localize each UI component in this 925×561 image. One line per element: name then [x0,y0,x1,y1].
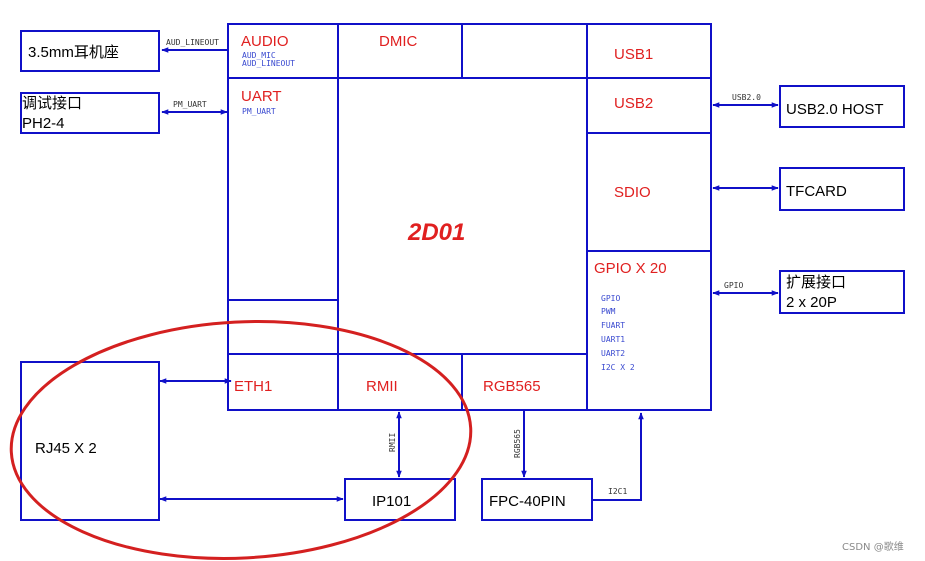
rj45-box [20,361,160,521]
gpio-func-i2c: I2C X 2 [601,363,635,372]
tfcard-box [779,167,905,211]
fpc-connector-block: FPC-40PIN [481,478,593,521]
usb-host-block: USB2.0 HOST [779,85,905,128]
fpc-label: FPC-40PIN [489,493,566,510]
pm-uart-link-label: PM_UART [173,100,207,109]
rgb565-link-label: RGB565 [513,429,522,458]
audio-label: AUDIO [241,33,289,50]
gpio-link-label: GPIO [724,281,743,290]
tfcard-label: TFCARD [786,183,847,200]
debug-port-label-1: 调试接口 [22,95,82,112]
ip101-label: IP101 [372,493,411,510]
gpio-func-gpio: GPIO [601,294,620,303]
headphone-jack-block: 3.5mm耳机座 [20,30,160,72]
soc-chip: AUDIO AUD_MIC AUD_LINEOUT DMIC USB1 USB2… [227,23,712,411]
gpio-func-uart1: UART1 [601,335,625,344]
usb2-link-label: USB2.0 [732,93,761,102]
debug-port-block: 调试接口 PH2-4 [20,92,160,134]
rj45-block: RJ45 X 2 [20,361,160,521]
gpio-func-fuart: FUART [601,321,625,330]
usb-host-box [779,85,905,128]
gpio-label: GPIO X 20 [594,260,667,277]
rj45-label: RJ45 X 2 [35,440,97,457]
audio-signal-mic: AUD_MIC [242,51,276,60]
i2c1-arrow [592,412,644,501]
sdio-label: SDIO [614,184,651,201]
gpio-func-pwm: PWM [601,307,616,316]
usb2-label: USB2 [614,95,653,112]
uart-signal: PM_UART [242,107,276,116]
expansion-header-label-2: 2 x 20P [786,294,837,311]
network-highlight-ellipse [9,320,473,560]
debug-port-label-2: PH2-4 [22,115,65,132]
dmic-label: DMIC [379,33,417,50]
rgb565-label: RGB565 [483,378,541,395]
headphone-box [20,30,160,72]
uart-label: UART [241,88,282,105]
expansion-header-block: 扩展接口 2 x 20P [779,270,905,314]
audio-signal-lineout: AUD_LINEOUT [242,59,295,68]
tfcard-block: TFCARD [779,167,905,211]
audio-lineout-link-label: AUD_LINEOUT [166,38,219,47]
chip-name: 2D01 [407,219,465,246]
ip101-phy-block: IP101 [344,478,456,521]
eth1-label: ETH1 [234,378,272,395]
headphone-label: 3.5mm耳机座 [28,44,119,61]
usb-host-label: USB2.0 HOST [786,101,884,118]
gpio-func-uart2: UART2 [601,349,625,358]
chip-outline [227,23,712,411]
rmii-link-label: RMII [388,433,397,452]
rmii-label: RMII [366,378,398,395]
usb1-label: USB1 [614,46,653,63]
expansion-header-label-1: 扩展接口 [786,274,846,291]
debug-port-box [20,92,160,134]
watermark: CSDN @歌维 [842,540,904,553]
expansion-header-box [779,270,905,314]
i2c1-link-label: I2C1 [608,487,627,496]
